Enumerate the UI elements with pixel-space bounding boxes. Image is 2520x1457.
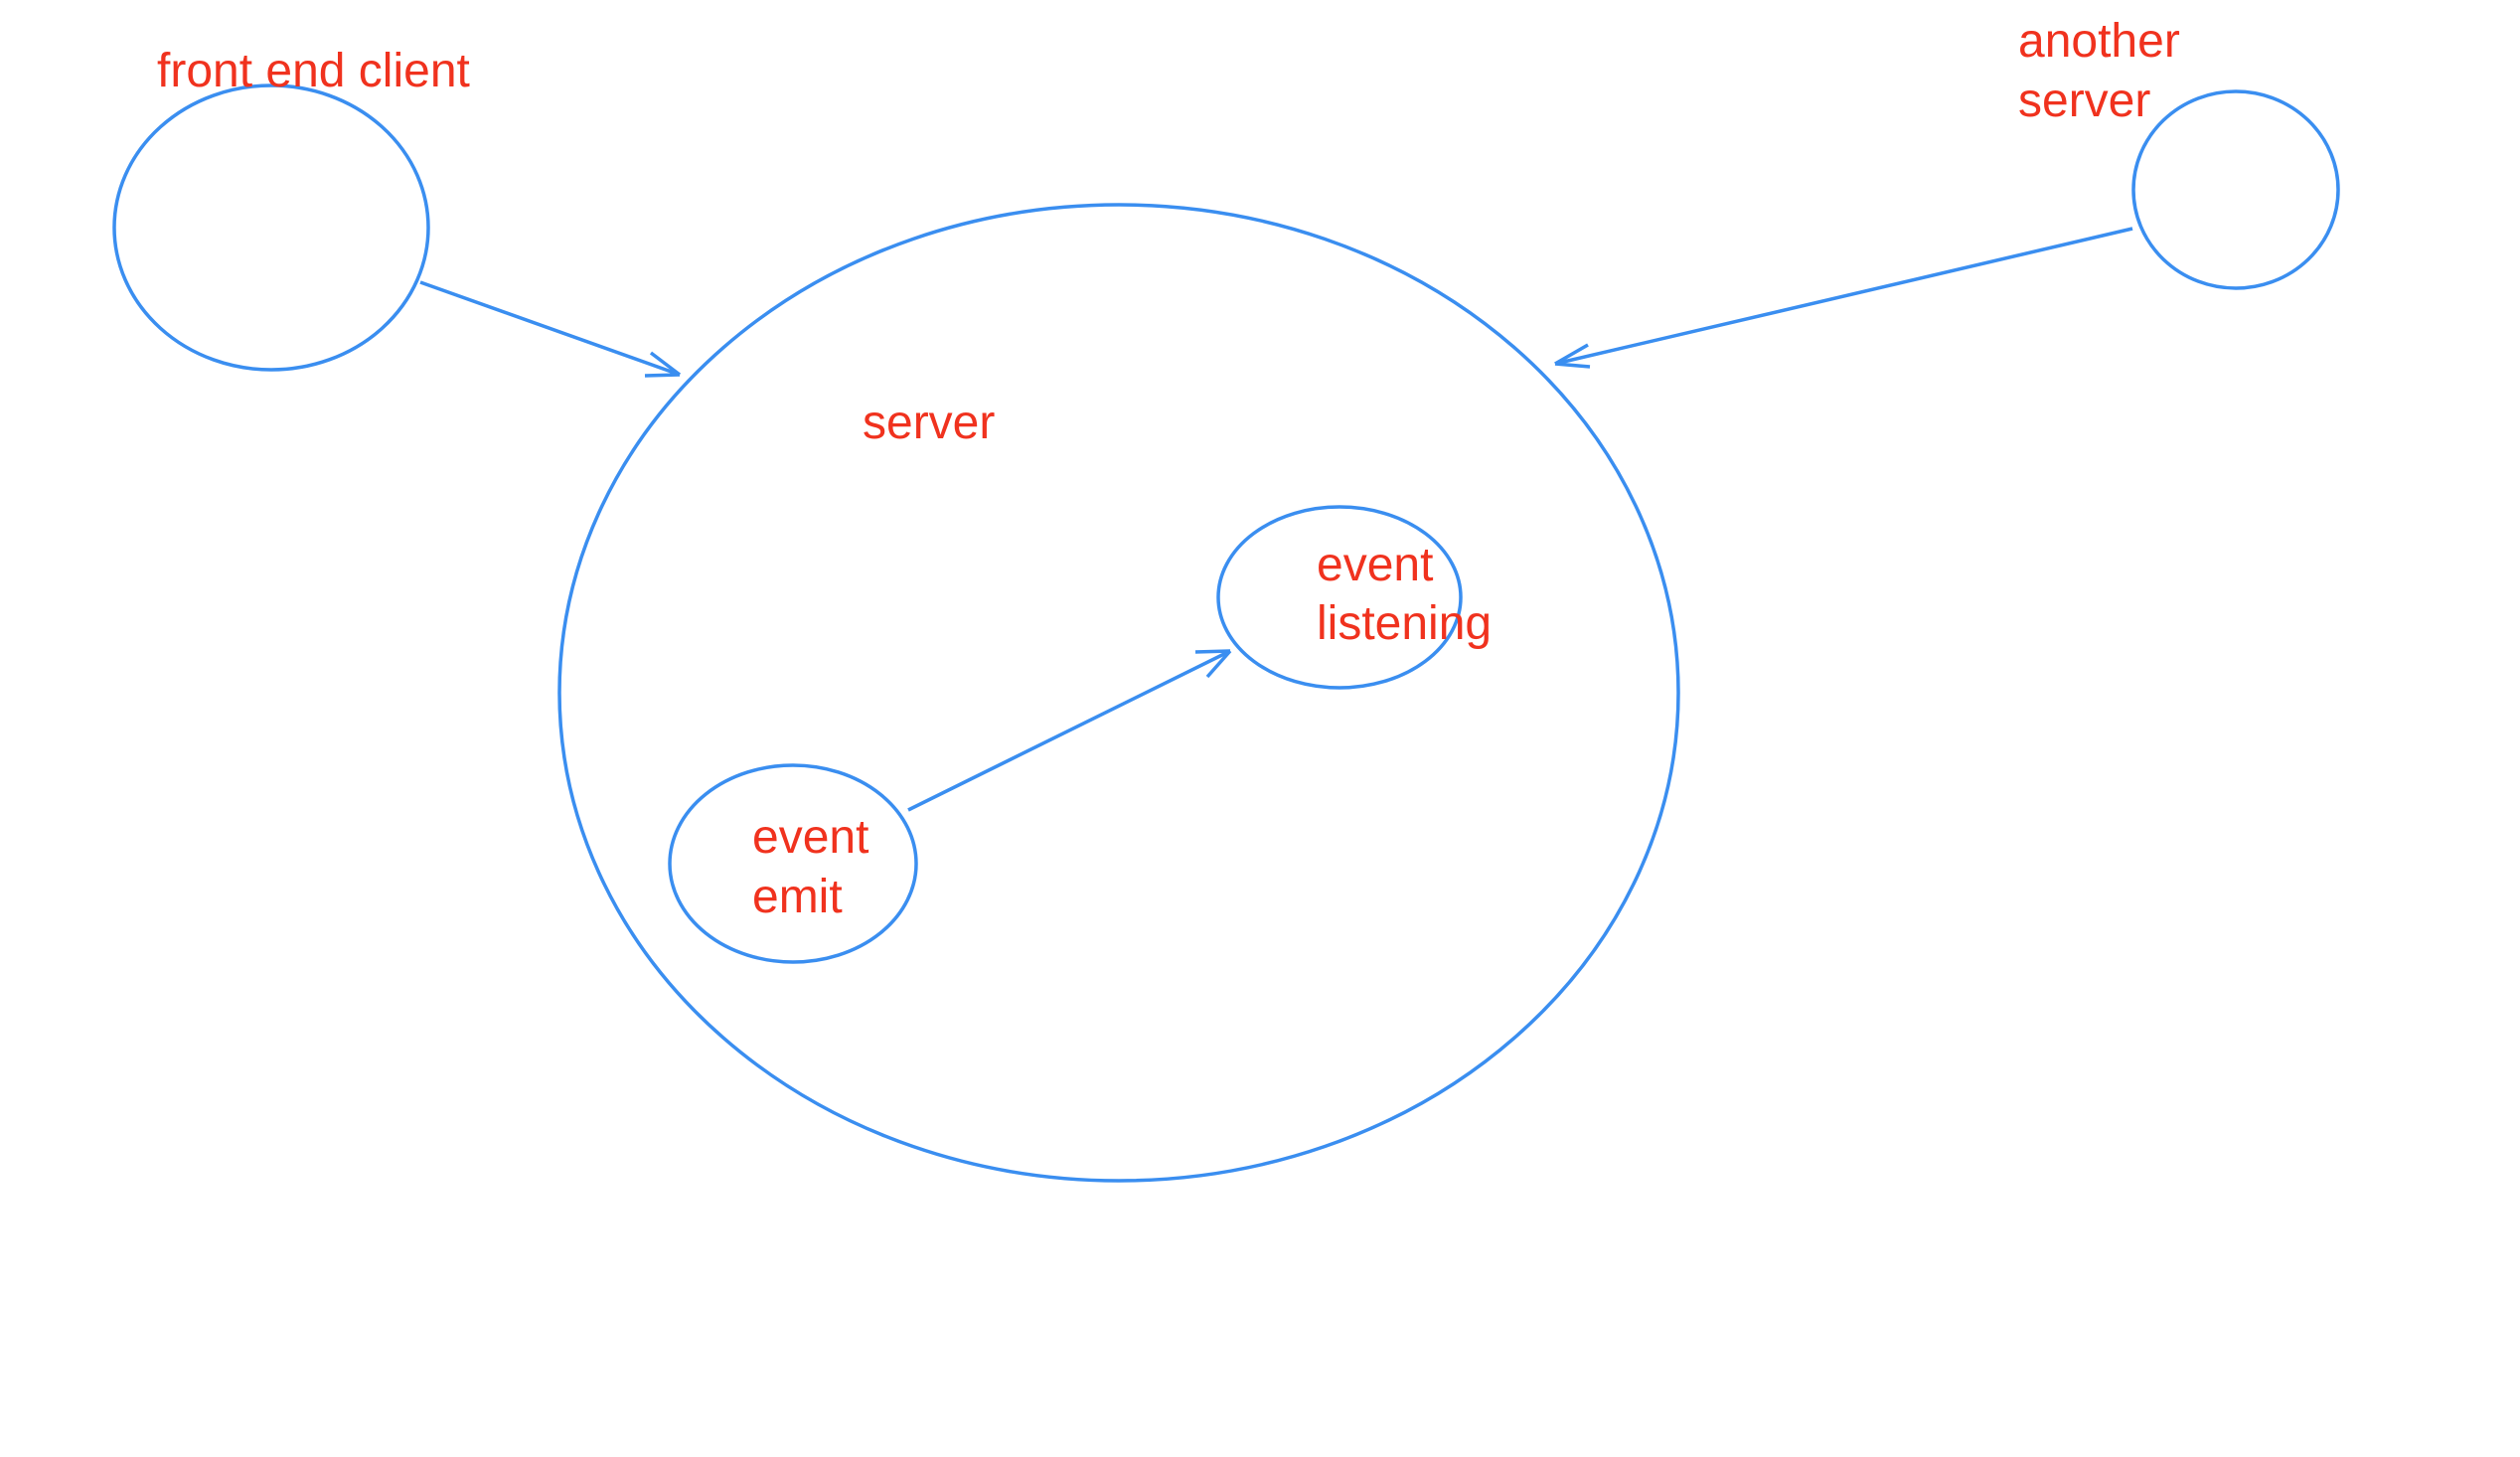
arrow-front-end-client-to-server bbox=[419, 280, 682, 378]
another-server-label-line-2: server bbox=[2018, 75, 2150, 127]
server-label: server bbox=[863, 397, 995, 449]
event-emit-label-line-2: emit bbox=[752, 871, 843, 923]
event-listening-label-line-2: listening bbox=[1317, 597, 1492, 650]
front-end-client-node bbox=[112, 83, 430, 372]
event-emit-label-line-1: event bbox=[752, 811, 868, 864]
another-server-node bbox=[2131, 89, 2340, 290]
another-server-label-line-1: another bbox=[2018, 15, 2180, 68]
arrow-another-server-to-server bbox=[1554, 227, 2133, 369]
front-end-client-label: front end client bbox=[157, 45, 470, 97]
event-listening-label: event listening bbox=[1317, 539, 1492, 650]
event-listening-node bbox=[1216, 505, 1463, 690]
event-listening-label-line-1: event bbox=[1317, 539, 1433, 591]
another-server-label: another server bbox=[2018, 15, 2193, 127]
arrow-event-emit-to-event-listening bbox=[907, 649, 1232, 812]
event-emit-label: event emit bbox=[752, 811, 882, 923]
event-emit-node bbox=[668, 763, 918, 964]
server-node bbox=[557, 203, 1680, 1183]
